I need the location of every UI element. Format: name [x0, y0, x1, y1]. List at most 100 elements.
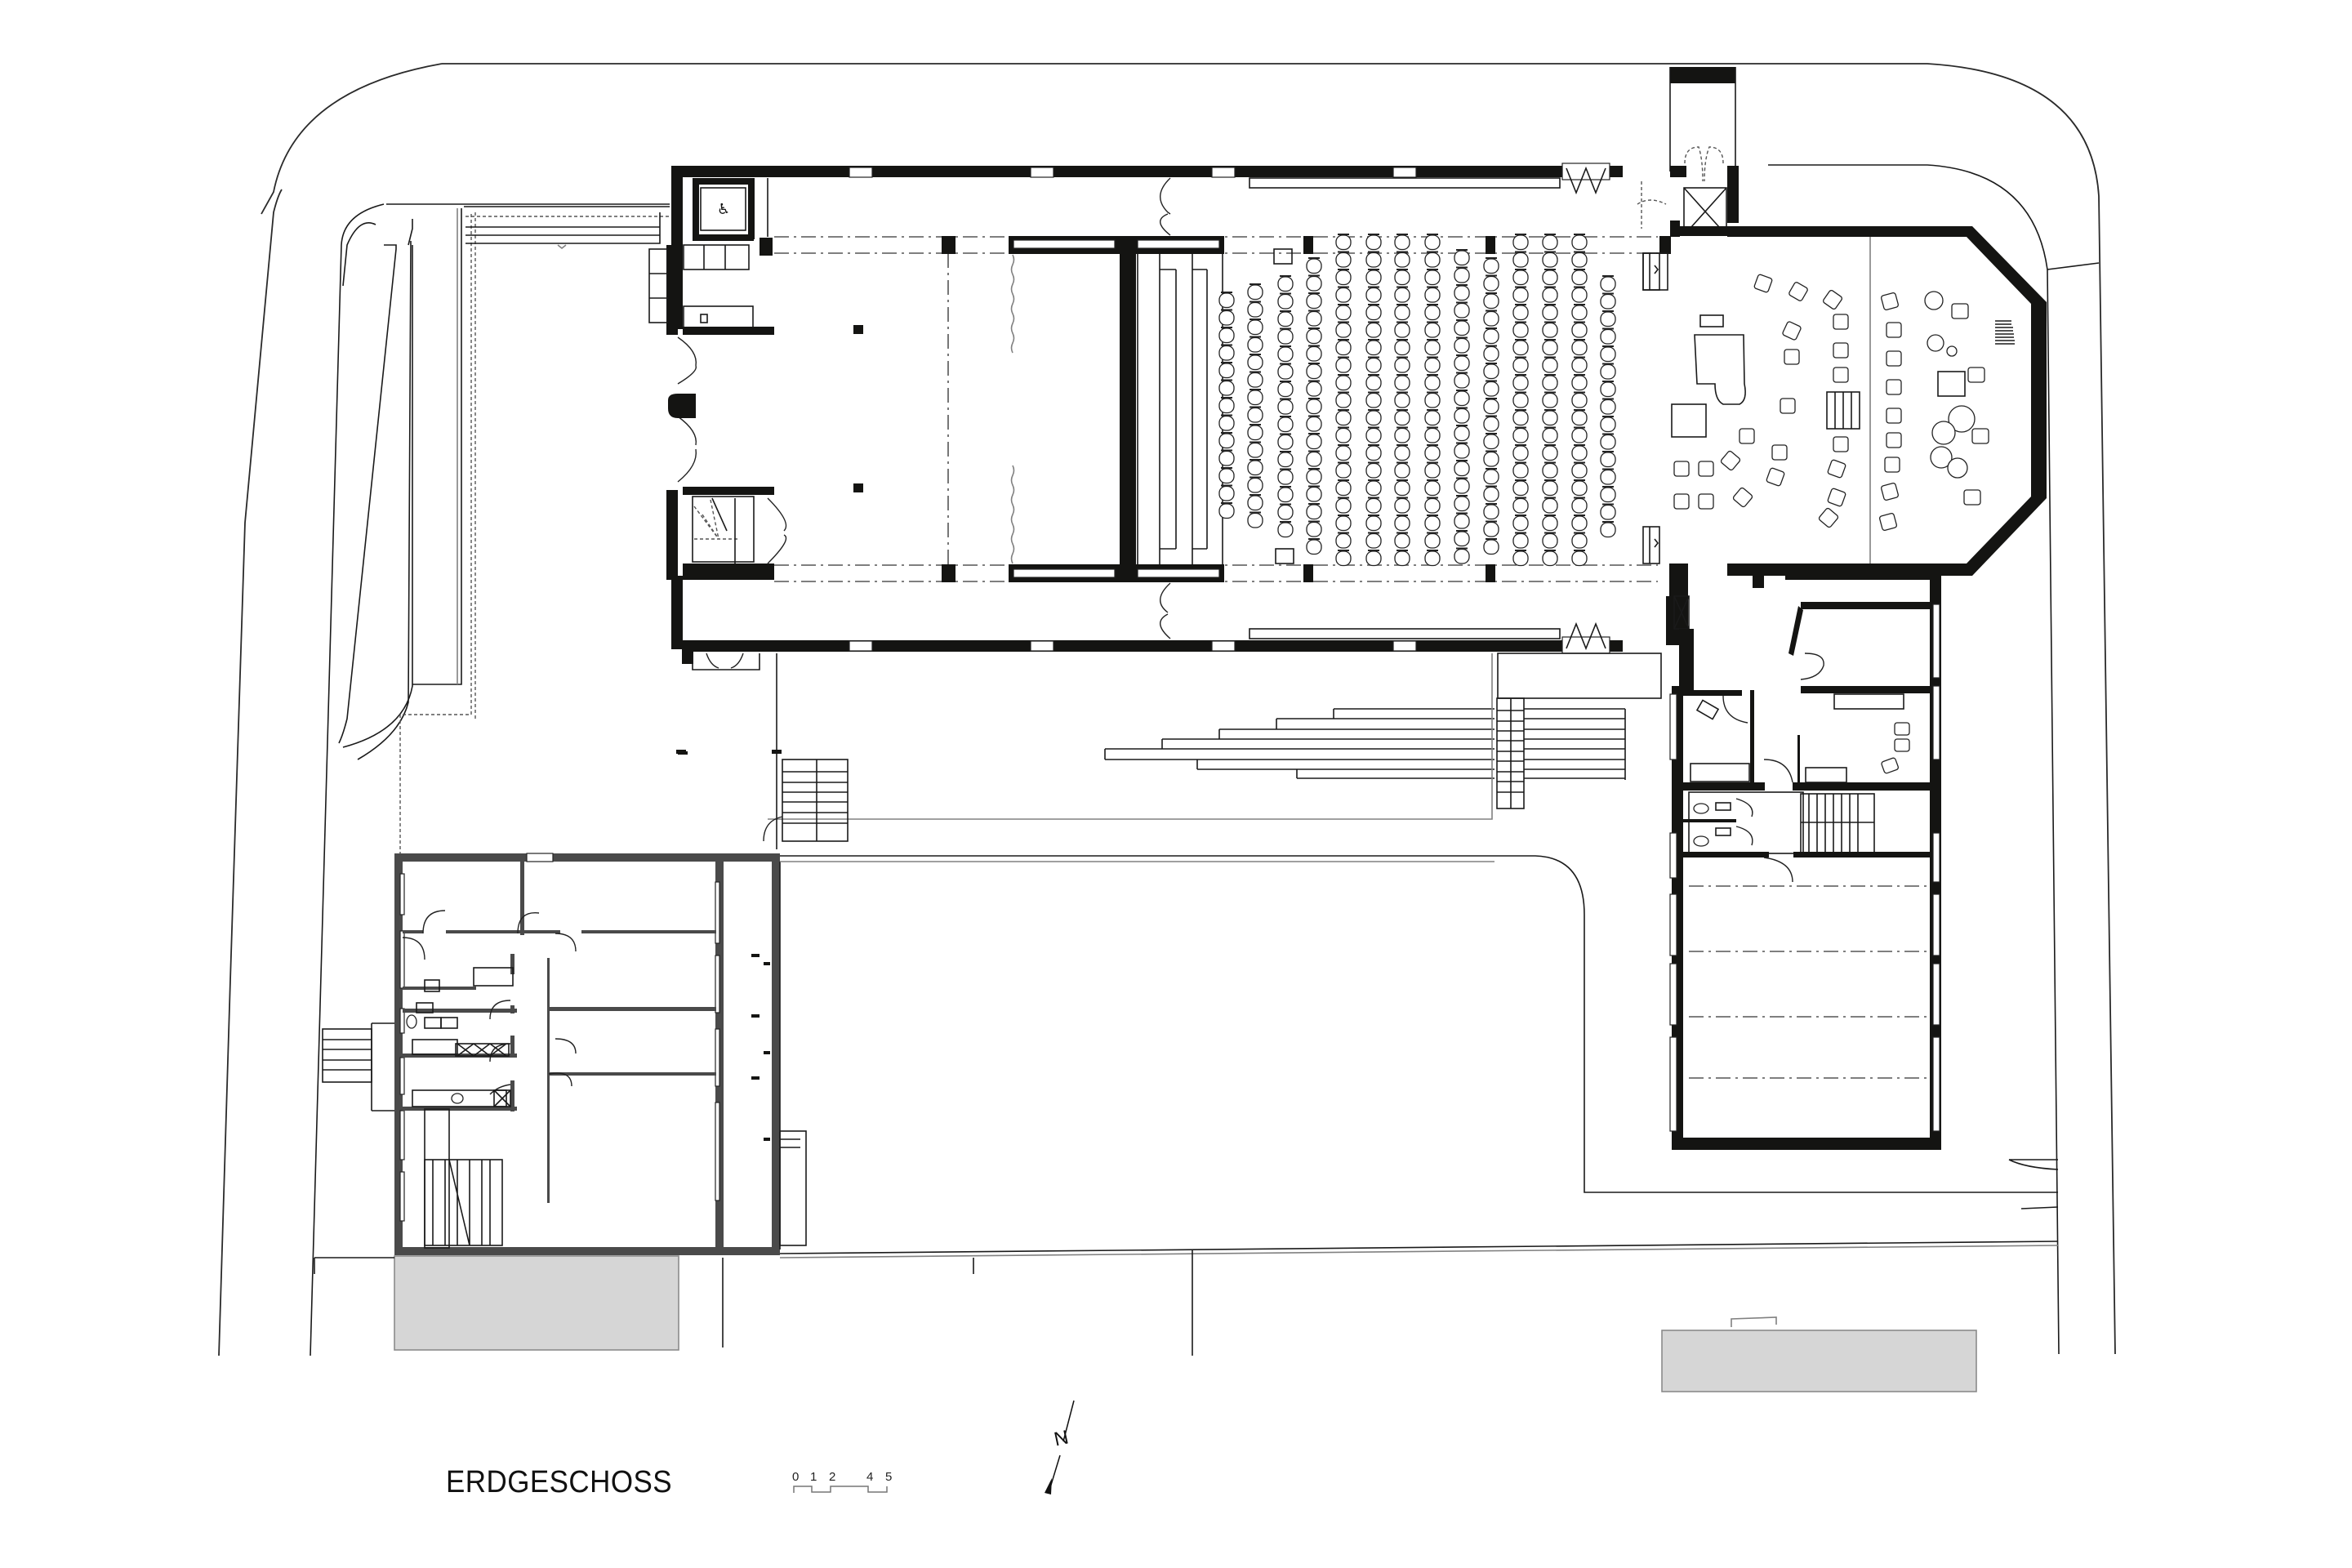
seat [1306, 504, 1322, 520]
seat [1600, 452, 1616, 468]
seat [1600, 504, 1616, 520]
seat [1218, 485, 1235, 501]
seat [1365, 270, 1382, 286]
seat [1512, 550, 1529, 567]
seat [1277, 311, 1294, 327]
seat [1542, 410, 1558, 426]
seat [1542, 270, 1558, 286]
adjoining-shaded-area-east [1661, 1330, 1977, 1392]
seat [1454, 302, 1470, 318]
seat [1218, 363, 1235, 379]
seat [1600, 381, 1616, 398]
seat [1542, 375, 1558, 391]
seat [1247, 442, 1263, 458]
seat [1218, 415, 1235, 431]
seat [1424, 550, 1441, 567]
seat [1512, 410, 1529, 426]
seat [1218, 503, 1235, 519]
seat [1335, 392, 1352, 408]
seat [1306, 399, 1322, 415]
seat [1424, 480, 1441, 497]
seat [1542, 497, 1558, 514]
seat [1600, 487, 1616, 503]
seat [1600, 434, 1616, 450]
seat [1424, 375, 1441, 391]
seat [1454, 548, 1470, 564]
seat [1277, 487, 1294, 503]
seat [1306, 486, 1322, 502]
seat [1483, 275, 1499, 292]
seat [1394, 287, 1410, 303]
site-boundary [218, 63, 2116, 1356]
seat [1394, 532, 1410, 549]
seat [1424, 497, 1441, 514]
seat [1247, 477, 1263, 493]
seat [1306, 258, 1322, 274]
seat [1365, 340, 1382, 356]
seat [1571, 287, 1588, 303]
seat [1542, 234, 1558, 251]
seat [1571, 375, 1588, 391]
scale-tick-4: 4 [866, 1470, 874, 1484]
seat [1335, 532, 1352, 549]
seat [1277, 469, 1294, 485]
seat [1454, 461, 1470, 477]
seat [1277, 452, 1294, 468]
seat [1218, 380, 1235, 396]
seat [1335, 497, 1352, 514]
seat [1277, 504, 1294, 520]
seat [1571, 532, 1588, 549]
seat [1512, 357, 1529, 373]
seat [1600, 416, 1616, 433]
seat [1571, 480, 1588, 497]
seat [1365, 497, 1382, 514]
seat [1306, 345, 1322, 362]
seat [1218, 292, 1235, 309]
main-hall: ♿ [648, 163, 1686, 654]
seat [1600, 276, 1616, 292]
seat [1424, 392, 1441, 408]
music-room-chairs [1673, 274, 1989, 531]
seat [1306, 469, 1322, 485]
seat [1335, 340, 1352, 356]
seat [1571, 322, 1588, 338]
seat [1600, 469, 1616, 485]
seat [1277, 522, 1294, 538]
seat [1483, 345, 1499, 362]
seat [1454, 285, 1470, 301]
seat [1335, 515, 1352, 532]
seat [1542, 357, 1558, 373]
seat [1247, 354, 1263, 371]
riser-steps [1995, 320, 2015, 345]
music-room [1642, 226, 2047, 576]
seat [1365, 410, 1382, 426]
seat [1454, 390, 1470, 407]
seat [1306, 381, 1322, 397]
seat [1335, 480, 1352, 497]
seat [1483, 486, 1499, 502]
seat [1218, 433, 1235, 449]
seat [1306, 293, 1322, 310]
seat [1394, 515, 1410, 532]
seat [1483, 451, 1499, 467]
seat [1277, 293, 1294, 310]
seat [1335, 252, 1352, 268]
scale-tick-1: 1 [810, 1470, 817, 1484]
seat [1454, 337, 1470, 354]
seat [1335, 270, 1352, 286]
seat [1394, 252, 1410, 268]
seat [1394, 480, 1410, 497]
seat [1512, 532, 1529, 549]
seat [1483, 469, 1499, 485]
seat [1394, 305, 1410, 321]
seat [1424, 410, 1441, 426]
seat [1571, 340, 1588, 356]
seat [1483, 399, 1499, 415]
seat [1512, 427, 1529, 443]
seat [1394, 375, 1410, 391]
seat [1394, 445, 1410, 461]
seat [1600, 346, 1616, 363]
scale-tick-2: 2 [829, 1470, 836, 1484]
seat [1277, 434, 1294, 450]
seat [1424, 287, 1441, 303]
